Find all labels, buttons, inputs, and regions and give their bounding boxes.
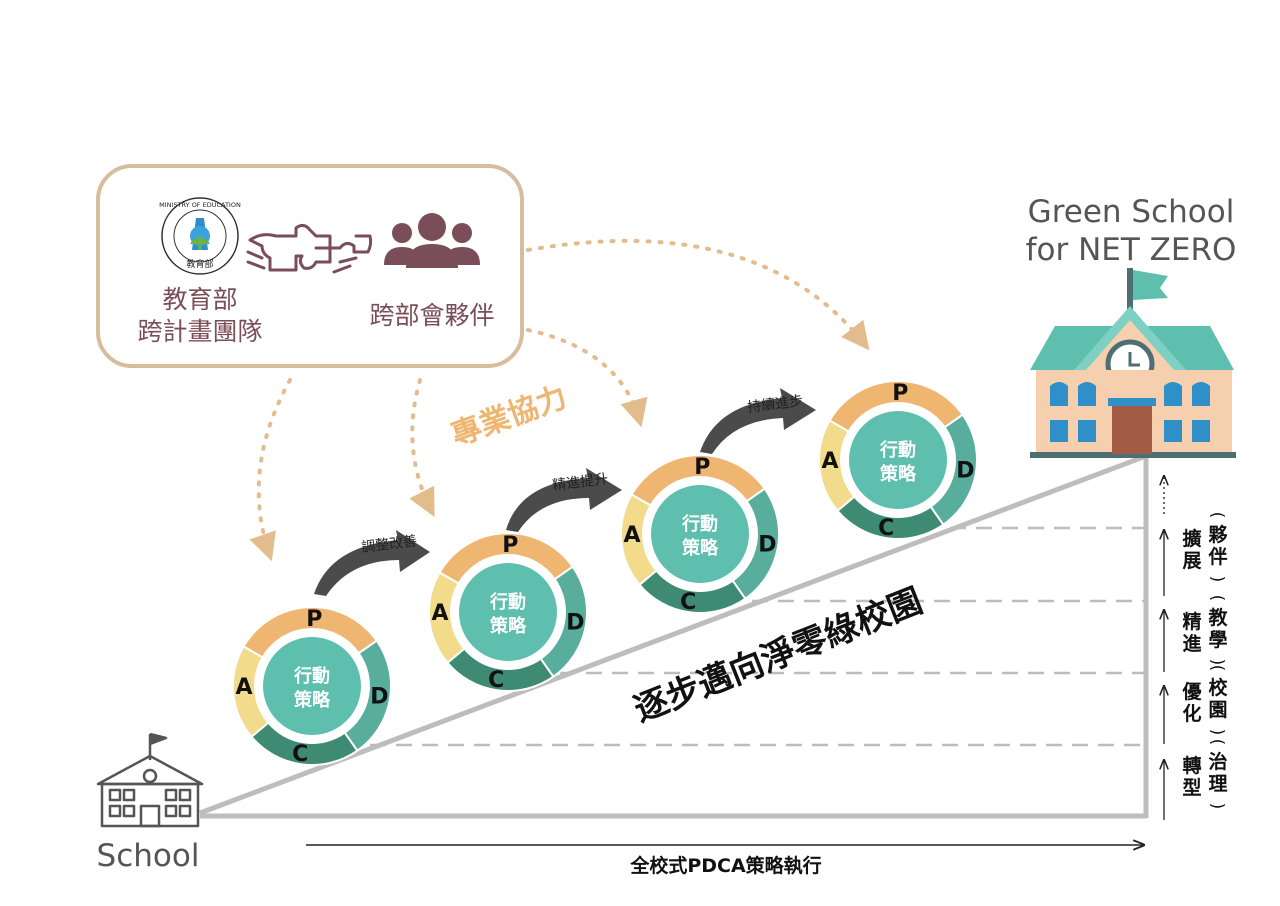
stage-main-char: 擴 (1182, 527, 1201, 550)
goal-line1: Green School (1028, 194, 1235, 230)
cycle-letter-c: C (488, 668, 504, 693)
moe-logo-text: MINISTRY OF EDUCATION (159, 201, 241, 209)
cycle-center (263, 637, 361, 735)
stage-label: 精進 ( 教學) (1182, 595, 1228, 666)
people-group-icon (384, 213, 480, 268)
slope-axes (199, 453, 1149, 819)
stage-main-char: 展 (1182, 550, 1201, 572)
cycle-letter-p: P (306, 607, 322, 632)
stage-bracket-open: ( (1207, 595, 1227, 602)
cycle-letter-c: C (680, 590, 696, 615)
cycle-letter-a: A (431, 601, 448, 626)
cycle-center-line2: 策略 (880, 463, 917, 485)
transition-label-1: 調整改善 (361, 533, 419, 556)
cycle-letter-p: P (502, 533, 518, 558)
handshake-puzzle-icon (246, 223, 373, 274)
stage-sub-char: 學 (1208, 629, 1227, 651)
bottom-axis-label: 全校式PDCA策略執行 (629, 854, 821, 877)
stage-main-char: 型 (1182, 776, 1201, 799)
stage-bracket-close: ) (1207, 576, 1227, 583)
partner-panel: MINISTRY OF EDUCATION 教育部 教育部 跨計畫團隊 跨部會夥… (96, 164, 524, 368)
pdca-segment-a (232, 645, 270, 739)
stage-main-char: 優 (1181, 680, 1202, 703)
cycle-letter-d: D (370, 684, 388, 709)
cycle-letter-a: A (821, 449, 838, 474)
stage-bracket-close: ) (1207, 729, 1227, 736)
cycle-center-line2: 策略 (682, 537, 719, 559)
moe-team-line2: 跨計畫團隊 (137, 317, 262, 346)
pdca-segment-a (818, 419, 856, 513)
stage-sub-char: 伴 (1207, 545, 1227, 568)
stage-sub-char: 教 (1208, 606, 1228, 629)
cycle-center-line2: 策略 (490, 615, 527, 637)
stage-sub-char: 校 (1208, 676, 1228, 699)
transition-label-3: 持續進步 (747, 393, 805, 416)
cycle-center-line2: 策略 (294, 689, 331, 711)
moe-team-line1: 教育部 (162, 285, 237, 314)
stage-sub-char: 夥 (1208, 523, 1227, 546)
stage-label: 轉型 ( 治理) (1182, 739, 1227, 810)
stage-label: 優化 ( 校園) (1181, 665, 1228, 736)
green-school-icon (1030, 268, 1236, 458)
stage-bracket-open: ( (1207, 665, 1227, 672)
cycle-letter-d: D (566, 610, 584, 635)
cycle-letter-c: C (292, 742, 308, 767)
school-icon (96, 732, 204, 828)
transition-arrow-2 (506, 468, 622, 532)
cycle-center (651, 485, 749, 583)
cycle-center-line1: 行動 (489, 591, 526, 613)
stage-sub-char: 治 (1208, 750, 1227, 773)
stage-sub-char: 園 (1208, 699, 1227, 721)
dotted-arrow-1 (249, 378, 292, 562)
start-label: School (97, 838, 200, 874)
cycle-letter-a: A (235, 675, 252, 700)
dotted-arrow-4 (526, 239, 870, 351)
cycle-center (459, 563, 557, 661)
stage-bracket-open: ( (1207, 512, 1227, 519)
stage-main-char: 精 (1182, 610, 1201, 633)
stage-bracket-open: ( (1207, 739, 1227, 746)
pdca-segment-a (428, 571, 466, 665)
stage-main-char: 進 (1182, 633, 1201, 655)
cycle-letter-a: A (623, 523, 640, 548)
stage-main-char: 化 (1182, 702, 1201, 725)
moe-logo-cn: 教育部 (186, 258, 213, 270)
transition-arrows (314, 388, 816, 596)
stage-sub-char: 理 (1208, 773, 1227, 795)
collab-label: 專業協力 (447, 380, 572, 454)
cross-partners-label: 跨部會夥伴 (369, 301, 494, 330)
transition-arrow-1 (314, 530, 430, 596)
slope-line (199, 453, 1147, 816)
dotted-arrow-2 (409, 378, 435, 517)
transition-label-2: 精進提升 (552, 471, 610, 494)
transition-arrow-3 (700, 388, 816, 454)
cycle-letter-d: D (956, 458, 974, 483)
cycle-center-line1: 行動 (879, 439, 916, 461)
cycle-letter-c: C (878, 516, 894, 541)
cycle-letter-p: P (892, 381, 908, 406)
cycle-letter-p: P (694, 455, 710, 480)
stage-labels: 轉型 ( 治理) 優化 ( 校園) 精進 ( 教學) 擴展 ( 夥伴) (1181, 512, 1228, 810)
cycle-center-line1: 行動 (293, 665, 330, 687)
stage-main-char: 轉 (1182, 755, 1201, 777)
goal-line2: for NET ZERO (1026, 232, 1237, 268)
cycle-center-line1: 行動 (681, 513, 718, 535)
cycle-letter-d: D (758, 532, 776, 557)
pdca-segment-a (620, 493, 658, 587)
stage-bracket-close: ) (1207, 803, 1227, 810)
cycle-center (849, 411, 947, 509)
moe-logo-icon: MINISTRY OF EDUCATION 教育部 (159, 197, 241, 275)
stage-bracket-close: ) (1207, 659, 1227, 666)
collaboration-arrows (249, 239, 870, 562)
stage-label: 擴展 ( 夥伴) (1182, 512, 1227, 583)
